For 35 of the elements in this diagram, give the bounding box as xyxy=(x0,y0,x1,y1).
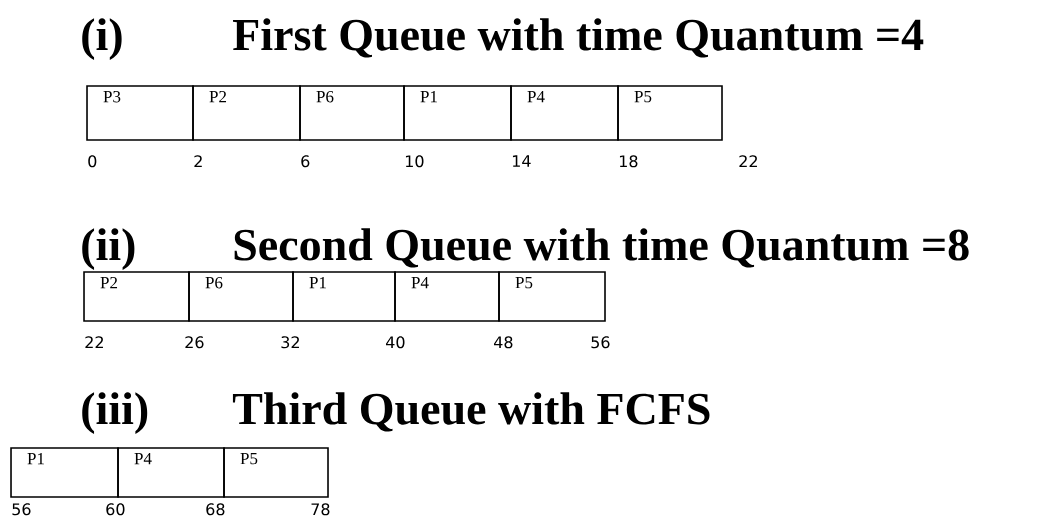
process-cell: P1 xyxy=(292,271,396,322)
process-cell: P3 xyxy=(86,85,194,141)
time-label: 6 xyxy=(301,155,310,168)
queue-heading: Third Queue with FCFS xyxy=(232,392,710,432)
time-label: 40 xyxy=(386,336,405,349)
time-label: 14 xyxy=(512,155,531,167)
process-cell: P4 xyxy=(394,271,500,322)
queue-heading: (ii) xyxy=(82,228,135,270)
process-cell: P5 xyxy=(223,447,329,498)
process-cell: P5 xyxy=(498,271,606,322)
process-cell: P1 xyxy=(403,85,512,141)
queue-heading: First Queue with time Quantum =4 xyxy=(233,18,924,58)
time-label: 18 xyxy=(619,155,638,168)
queue-heading: (i) xyxy=(82,18,122,60)
time-label: 56 xyxy=(591,336,610,349)
process-cell: P2 xyxy=(83,271,190,322)
process-cell: P6 xyxy=(188,271,294,322)
time-label: 0 xyxy=(88,155,97,168)
queue-heading: (iii) xyxy=(82,392,148,434)
time-label: 10 xyxy=(405,155,424,168)
process-cell: P4 xyxy=(510,85,619,141)
time-label: 32 xyxy=(281,336,299,349)
queue-heading: Second Queue with time Quantum =8 xyxy=(234,228,969,268)
process-cell: P6 xyxy=(299,85,405,141)
time-label: 22 xyxy=(739,155,757,168)
process-cell: P4 xyxy=(117,447,225,498)
time-label: 2 xyxy=(194,155,202,168)
time-label: 22 xyxy=(85,336,103,349)
time-label: 68 xyxy=(206,503,225,516)
time-label: 60 xyxy=(106,503,125,516)
process-cell: P5 xyxy=(617,85,723,141)
time-label: 26 xyxy=(185,336,204,349)
process-cell: P2 xyxy=(192,85,301,141)
time-label: 48 xyxy=(494,336,513,349)
process-cell: P1 xyxy=(10,447,119,498)
